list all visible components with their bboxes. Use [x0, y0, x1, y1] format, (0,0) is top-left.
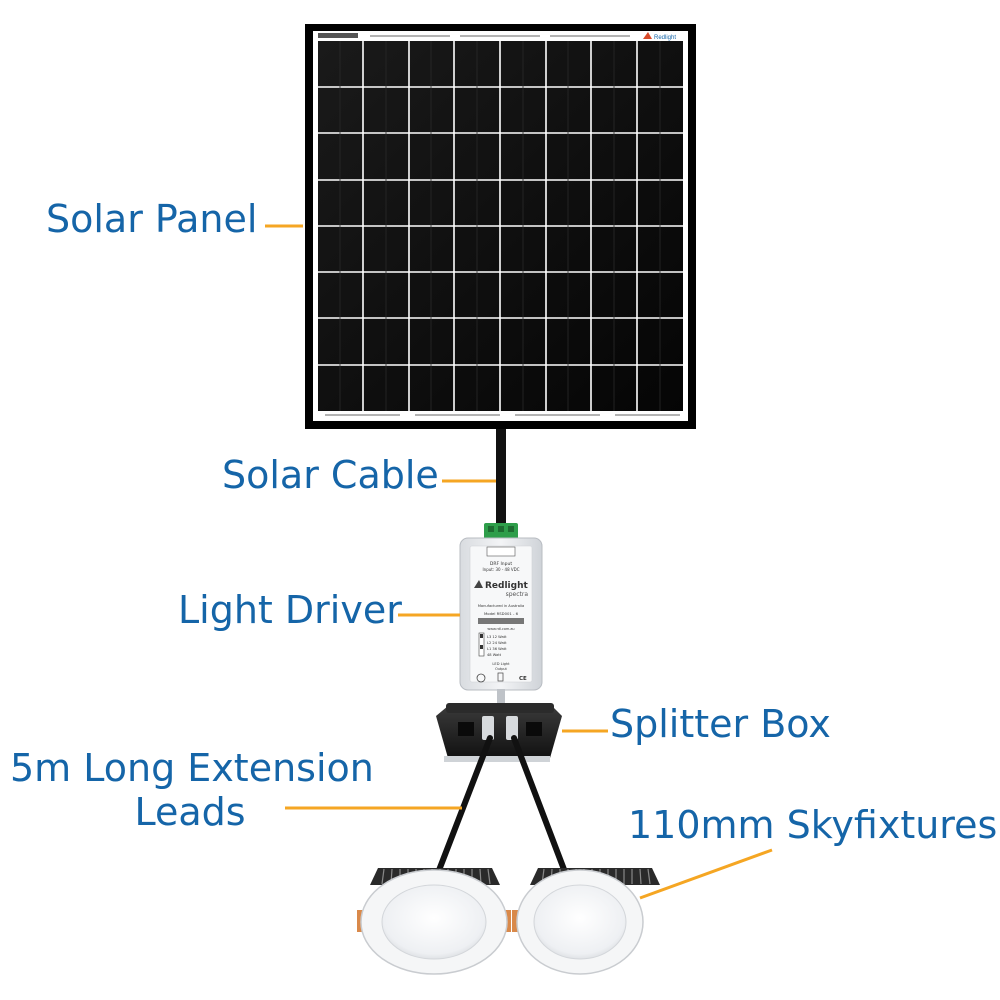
driver-website: www.rdl.com.au — [487, 627, 514, 631]
leader-lines — [265, 224, 773, 900]
skyfixture-left-lens — [381, 884, 487, 960]
driver-setting-1: L2 24 Watt — [487, 641, 507, 645]
driver-dip-switches — [478, 632, 485, 657]
driver-brand: Redlight — [485, 581, 528, 591]
extension-lead-left — [433, 735, 493, 881]
driver-terminal-window — [486, 546, 516, 557]
driver-setting-3: 48 Watt — [487, 653, 502, 657]
splitter-cable-gland-right — [506, 716, 518, 740]
label-solar-panel: Solar Panel — [46, 197, 258, 241]
label-extension-line2: Leads — [134, 790, 246, 834]
label-extension-line1: 5m Long Extension — [10, 746, 374, 790]
skyfixture-right-spring-clip-left — [512, 910, 520, 932]
solar-panel: Redlight — [305, 24, 696, 429]
driver-output-cable — [497, 689, 505, 711]
label-splitter-box: Splitter Box — [610, 702, 831, 746]
driver-label-panel — [469, 545, 533, 683]
label-solar-cable: Solar Cable — [222, 453, 439, 497]
driver-setting-2: L1 36 Watt — [487, 647, 507, 651]
driver-barcode — [478, 618, 524, 624]
panel-brand: Redlight — [654, 35, 676, 41]
splitter-port-left — [458, 722, 474, 736]
label-skyfixtures: 110mm Skyfixtures — [628, 803, 998, 847]
panel-top-strip — [325, 35, 680, 416]
splitter-lid — [446, 703, 554, 713]
splitter-base-plate — [444, 756, 550, 762]
solar-cable — [496, 429, 506, 529]
splitter-cable-gland-left — [482, 716, 494, 740]
driver-output-sub: Output — [495, 667, 507, 671]
driver-model: Model RSD001 - 6 — [484, 611, 519, 616]
driver-made-in: Manufactured in Australia — [478, 604, 524, 608]
panel-logo-icon — [643, 32, 652, 39]
skyfixture-right-lens — [533, 884, 627, 960]
driver-input-spec: Input: 30 - 48 VDC — [482, 567, 519, 572]
driver-input-title: DRF Input — [490, 561, 512, 567]
extension-leads — [433, 735, 571, 883]
certification-icon — [476, 673, 486, 683]
skyfixture-right — [512, 868, 660, 975]
splitter-body — [436, 706, 562, 758]
driver-ce-mark: CE — [519, 676, 527, 682]
connector-screws — [488, 526, 514, 532]
skyfixture-left — [357, 868, 511, 975]
panel-serial-barcode — [318, 33, 358, 38]
light-driver: DRF Input Input: 30 - 48 VDC Redlight sp… — [459, 523, 543, 691]
driver-logo-icon — [474, 580, 483, 588]
splitter-port-right — [526, 722, 542, 736]
label-extension-leads: 5m Long Extension Leads — [10, 746, 374, 834]
leader-skyfixtures — [639, 848, 773, 900]
splitter-box — [436, 703, 562, 762]
bin-icon — [497, 672, 504, 682]
driver-output-title: LED Light — [492, 662, 510, 666]
driver-setting-0: L3 12 Watt — [487, 635, 507, 639]
panel-grid-lines — [318, 41, 683, 411]
driver-sub-brand: spectra — [506, 591, 529, 598]
label-light-driver: Light Driver — [178, 588, 402, 632]
panel-busbars — [339, 41, 661, 411]
extension-lead-right — [511, 735, 571, 883]
